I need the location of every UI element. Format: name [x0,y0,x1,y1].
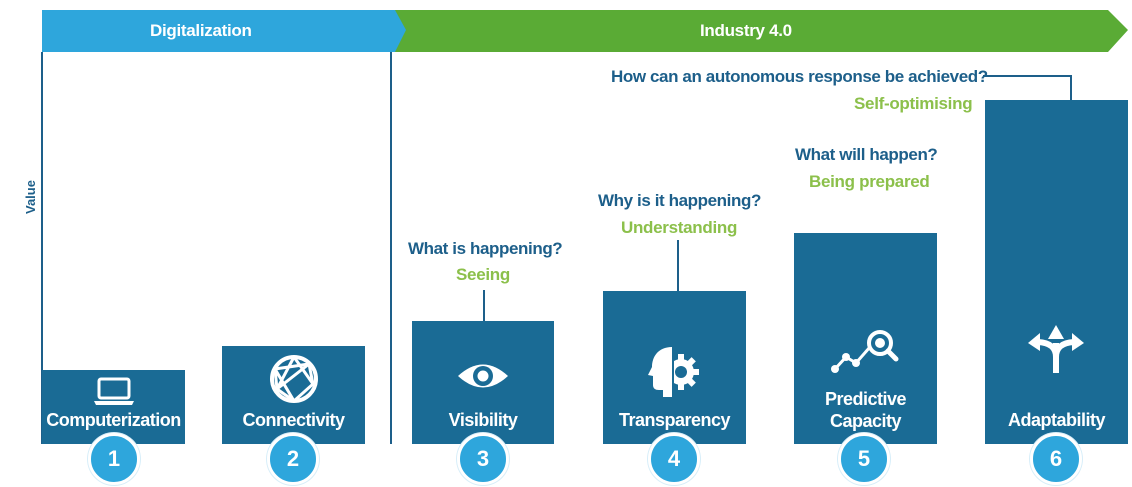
stage-4-question: Why is it happening? [598,191,761,210]
branching-arrows-icon [1026,325,1086,373]
stage-1-number: 1 [88,433,140,485]
stage-6-connector-horizontal [983,75,1072,77]
stage-2-number: 2 [267,433,319,485]
stage-3-question: What is happening? [408,239,563,258]
stage-1-bar: Computerization [42,370,185,444]
industry-label: Industry 4.0 [700,21,792,40]
stage-1-label: Computerization [46,410,181,430]
stage-3-answer: Seeing [456,265,510,284]
stage-5-answer: Being prepared [809,172,930,191]
stage-6-answer: Self-optimising [854,94,973,113]
stage-6-number: 6 [1030,433,1082,485]
stage-2-bar: Connectivity [222,346,365,444]
stage-4-answer: Understanding [621,218,738,237]
stage-4-connector [677,240,679,291]
stage-5-question: What will happen? [795,145,938,164]
trend-magnifier-icon [830,327,900,375]
stage-3-label: Visibility [448,410,518,430]
stage-4-number: 4 [648,433,700,485]
value-axis-label: Value [23,180,38,214]
network-globe-icon [269,354,319,404]
stage-6-label: Adaptability [1007,410,1106,430]
value-axis-line [41,52,43,444]
stage-6-bar: Adaptability [985,100,1128,444]
stage-4-label: Transparency [618,410,731,430]
stage-3-connector [483,290,485,321]
stage-5-label-line2: Capacity [829,411,902,431]
digitalization-banner [42,10,408,52]
stage-3-bar: Visibility [412,321,554,444]
stage-5-number: 5 [838,433,890,485]
stage-6-connector [1070,75,1072,100]
phase-banner [42,10,1128,52]
eye-icon [456,359,510,393]
industry-banner [395,10,1128,52]
laptop-icon [92,376,136,406]
stage-5-bar: Predictive Capacity [794,233,937,444]
stage-6-question: How can an autonomous response be achiev… [611,67,988,86]
stage-5-label-line1: Predictive [824,389,907,409]
stage-3-number: 3 [457,433,509,485]
phase-divider-line [390,52,392,444]
digitalization-label: Digitalization [150,21,252,40]
stage-4-bar: Transparency [603,291,746,444]
stage-2-label: Connectivity [242,410,345,430]
head-gear-icon [648,343,702,399]
